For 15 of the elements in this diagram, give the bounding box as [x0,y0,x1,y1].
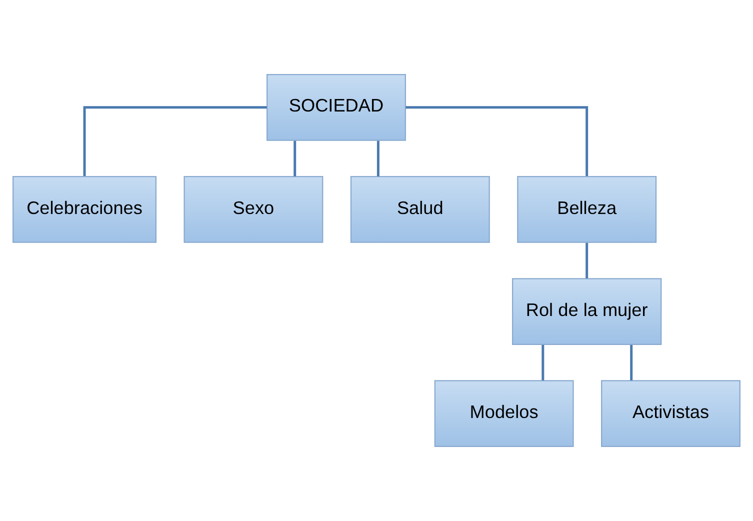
connector [83,106,267,176]
node-box: Activistas [601,380,740,448]
connector [630,344,633,380]
node-box: Belleza [517,176,657,243]
connector [406,106,588,176]
node-box: Rol de la mujer [512,278,662,345]
node-box: Salud [350,176,490,243]
connector [586,242,588,278]
node-box: Sexo [184,176,324,243]
connector [376,140,380,176]
connector [294,140,296,176]
node-box: Modelos [434,380,574,448]
node-box: SOCIEDAD [266,74,406,141]
connector [542,344,544,380]
node-box: Celebraciones [12,176,157,243]
